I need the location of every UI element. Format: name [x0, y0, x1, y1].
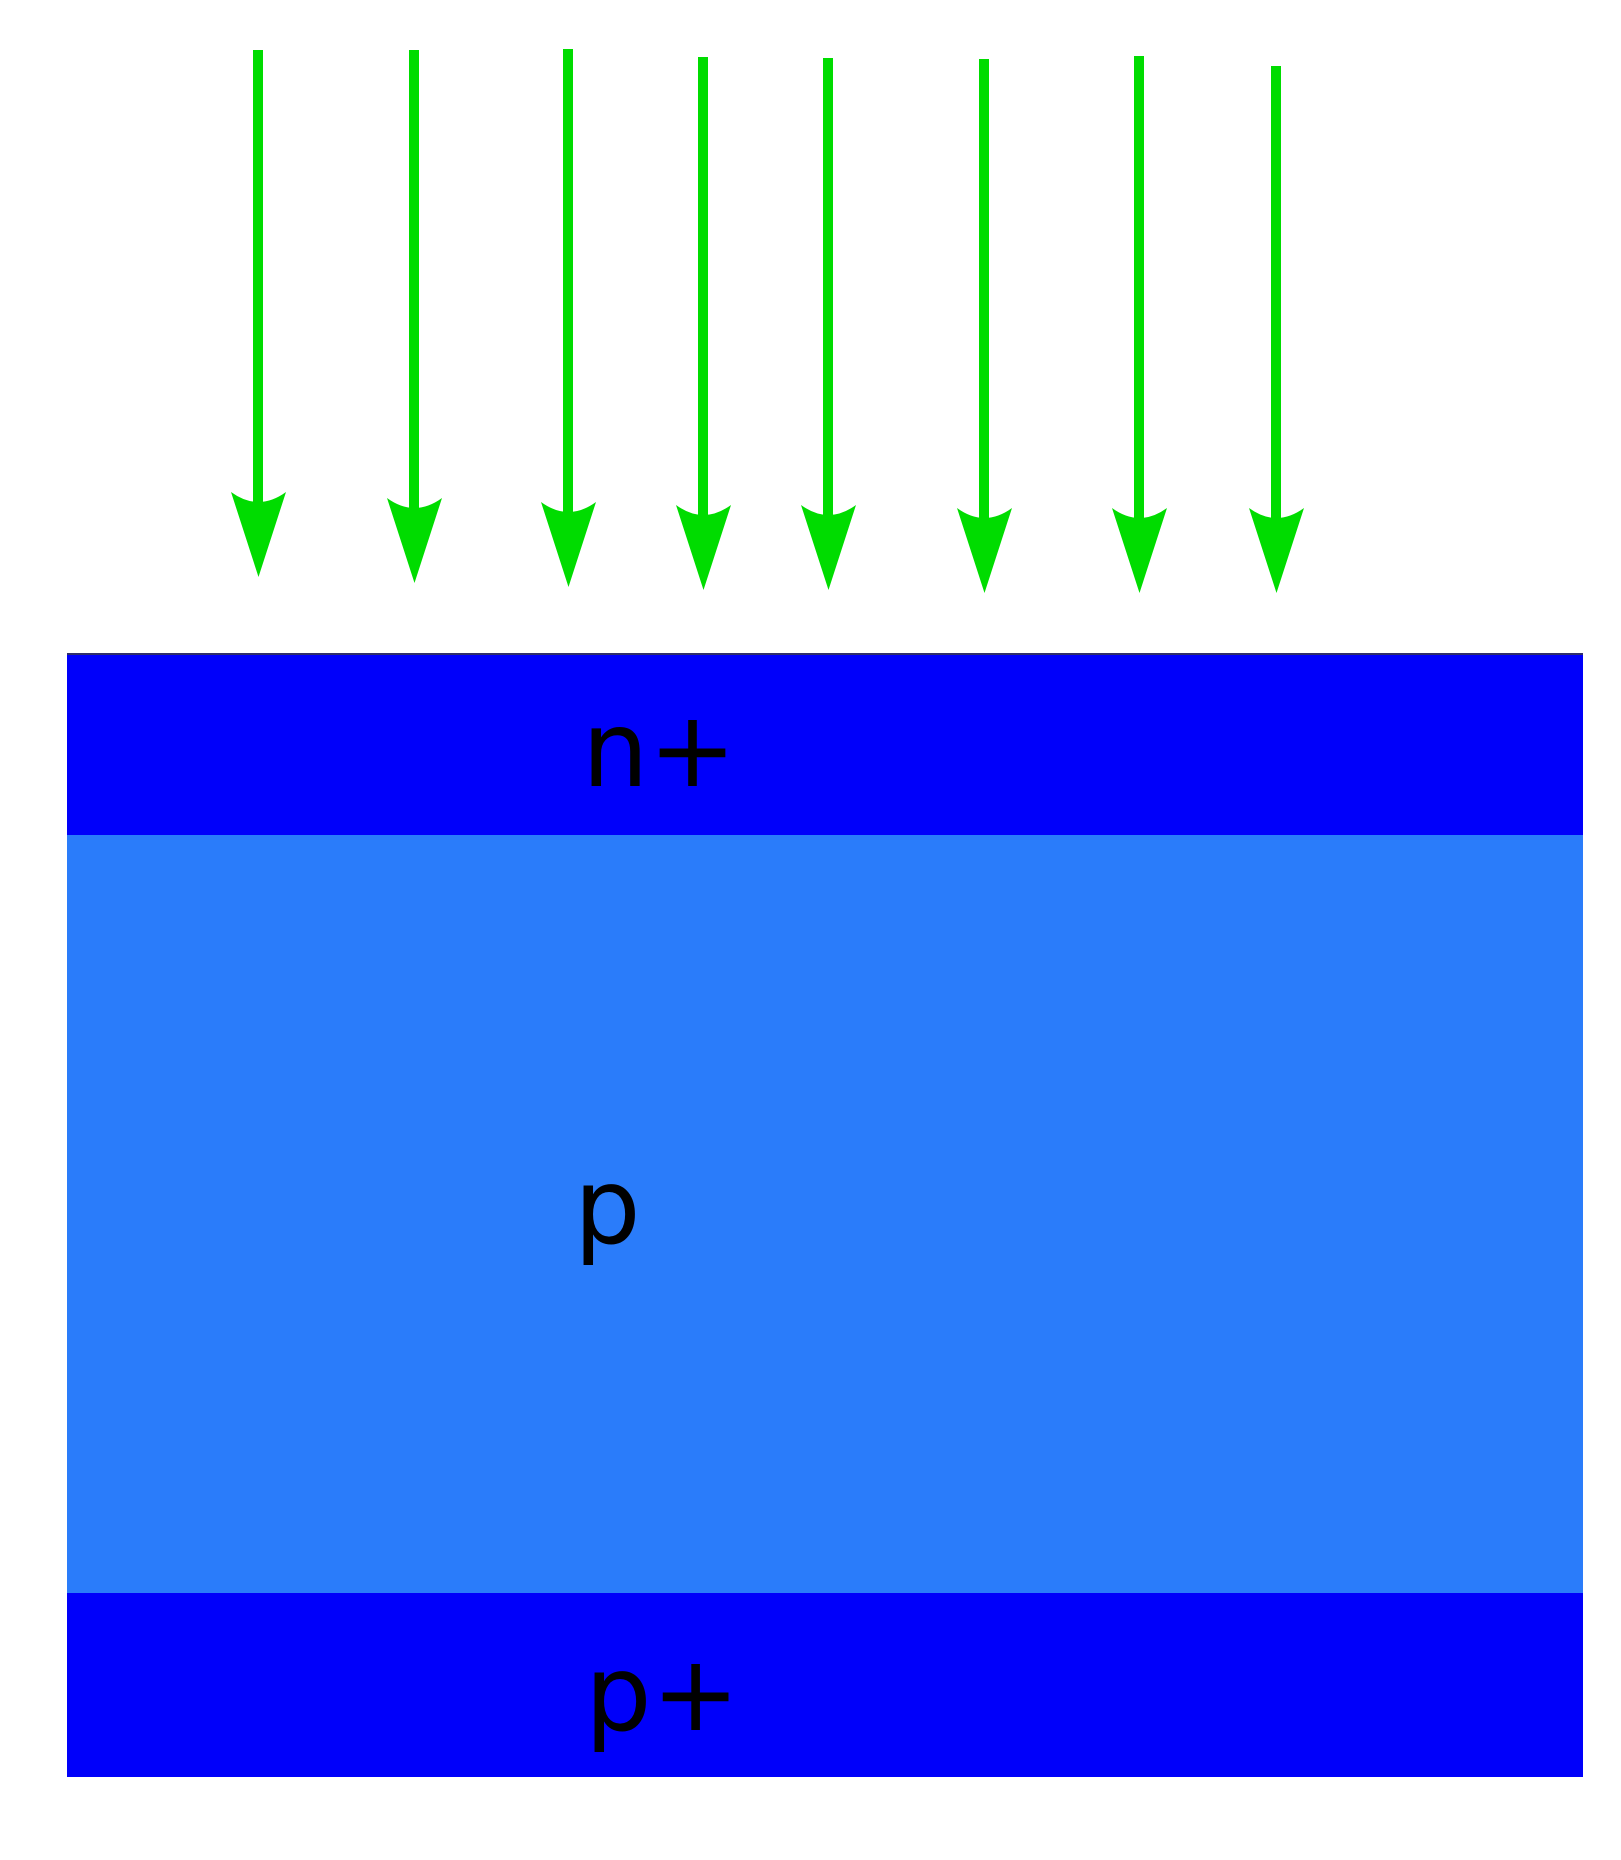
arrowhead-icon	[956, 508, 1012, 593]
layer-p-plus	[67, 1593, 1583, 1777]
label-p-plus: p+	[585, 1633, 740, 1755]
light-arrow-icon	[675, 57, 731, 590]
arrowhead-icon	[800, 505, 856, 590]
label-p: p	[574, 1146, 641, 1268]
arrowhead-icon	[386, 498, 442, 583]
label-n-plus: n+	[582, 689, 737, 811]
light-arrow-icon	[230, 50, 286, 577]
arrow-shaft	[1134, 56, 1144, 521]
light-arrow-icon	[540, 49, 596, 587]
arrow-shaft	[823, 58, 833, 518]
arrowhead-icon	[1248, 508, 1304, 593]
arrowhead-icon	[1111, 508, 1167, 593]
arrow-shaft	[253, 50, 263, 505]
layer-n-plus	[67, 653, 1583, 835]
light-arrow-icon	[956, 59, 1012, 593]
arrow-shaft	[409, 50, 419, 511]
light-arrow-icon	[1111, 56, 1167, 593]
arrow-shaft	[979, 59, 989, 521]
arrow-shaft	[698, 57, 708, 518]
arrowhead-icon	[230, 492, 286, 577]
light-arrow-icon	[800, 58, 856, 590]
arrowhead-icon	[540, 502, 596, 587]
arrowhead-icon	[675, 505, 731, 590]
light-arrow-icon	[386, 50, 442, 583]
layer-p	[67, 835, 1583, 1593]
arrow-shaft	[563, 49, 573, 515]
arrow-shaft	[1271, 66, 1281, 521]
light-arrow-icon	[1248, 66, 1304, 593]
